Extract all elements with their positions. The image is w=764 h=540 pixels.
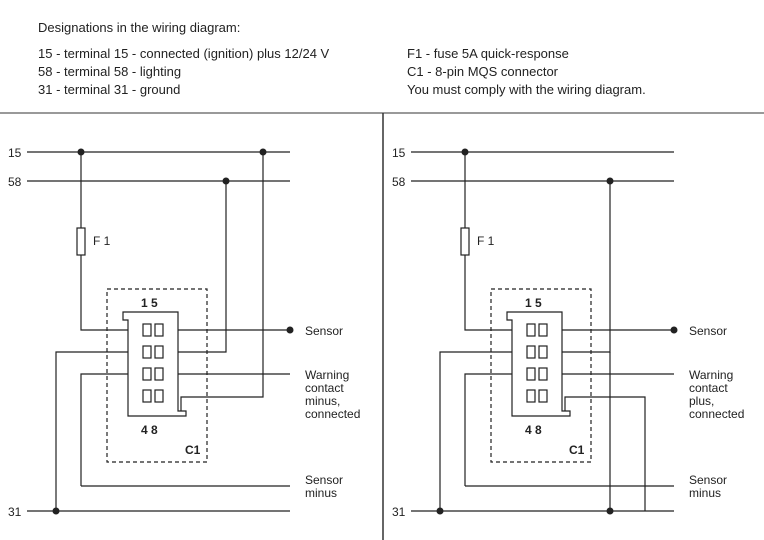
pin-bottom-label: 4 8 [141, 423, 158, 437]
pin-3 [526, 367, 536, 381]
warning-line-3: plus, [689, 394, 714, 408]
wire-15-pin [180, 152, 264, 411]
legend: Designations in the wiring diagram: 15 -… [0, 0, 764, 110]
terminal-58-label: 58 [392, 175, 406, 189]
c1-dashed-box [490, 288, 592, 463]
pin-3 [142, 367, 152, 381]
wire-31-pin [439, 351, 527, 511]
warning-line-4: connected [305, 407, 360, 421]
diagram-right-dots [436, 148, 678, 515]
wire-sensor-minus [80, 373, 143, 486]
terminal-15-label: 15 [392, 146, 406, 160]
fuse-label: F 1 [477, 234, 495, 248]
pin-2 [142, 345, 152, 359]
pin-2 [526, 345, 536, 359]
connector-body [506, 311, 571, 417]
pin-5 [538, 323, 548, 337]
legend-item-58: 58 - terminal 58 - lighting [38, 64, 182, 79]
sensor-label: Sensor [305, 324, 343, 338]
terminal-sensor-dot [286, 326, 294, 334]
wire-fuse-pin1 [80, 255, 143, 331]
legend-item-15: 15 - terminal 15 - connected (ignition) … [38, 46, 330, 61]
junction-15 [461, 148, 469, 156]
legend-item-31: 31 - terminal 31 - ground [38, 82, 181, 97]
warning-line-2: contact [305, 381, 344, 395]
c1-label: C1 [569, 443, 585, 457]
warning-line-4: connected [689, 407, 744, 421]
pin-8 [154, 389, 164, 403]
warning-line-1: Warning [689, 368, 733, 382]
wire-58-pin [161, 181, 227, 353]
sensor-minus-line-1: Sensor [689, 473, 727, 487]
pin-top-label: 1 5 [141, 296, 158, 310]
sensor-label: Sensor [689, 324, 727, 338]
terminal-sensor-dot [670, 326, 678, 334]
c1-label: C1 [185, 443, 201, 457]
junction-15-b [259, 148, 267, 156]
sensor-minus-line-1: Sensor [305, 473, 343, 487]
legend-note: You must comply with the wiring diagram. [407, 82, 646, 97]
junction-31-a [436, 507, 444, 515]
junction-58 [222, 177, 230, 185]
pin-5 [154, 323, 164, 337]
terminal-15-label: 15 [8, 146, 22, 160]
pin-4 [526, 389, 536, 403]
diagram-left-dots [52, 148, 294, 515]
wire-sensor-minus [464, 373, 527, 486]
pin-1 [142, 323, 152, 337]
junction-58 [606, 177, 614, 185]
terminal-58-label: 58 [8, 175, 22, 189]
diagram-right-text: 15 58 31 F 1 1 5 4 8 C1 Sensor Warning c… [392, 146, 744, 519]
pin-4 [142, 389, 152, 403]
wire-31-warning [564, 396, 646, 511]
warning-line-3: minus, [305, 394, 340, 408]
pin-7 [154, 367, 164, 381]
legend-heading: Designations in the wiring diagram: [38, 20, 241, 35]
sensor-minus-line-2: minus [305, 486, 337, 500]
diagram-left-text: 15 58 31 F 1 1 5 4 8 C1 Sensor Warning c… [8, 146, 360, 519]
fuse-label: F 1 [93, 234, 111, 248]
terminal-31-label: 31 [392, 505, 406, 519]
pin-8 [538, 389, 548, 403]
pin-7 [538, 367, 548, 381]
diagram-left [27, 151, 290, 512]
legend-item-c1: C1 - 8-pin MQS connector [407, 64, 559, 79]
pin-1 [526, 323, 536, 337]
junction-15-a [77, 148, 85, 156]
pin-bottom-label: 4 8 [525, 423, 542, 437]
diagram-right [411, 151, 674, 512]
warning-line-1: Warning [305, 368, 349, 382]
terminal-31-label: 31 [8, 505, 22, 519]
sensor-minus-line-2: minus [689, 486, 721, 500]
fuse-f1 [76, 227, 86, 256]
wire-31-pin [55, 351, 143, 511]
wire-fuse-pin1 [464, 255, 527, 331]
pin-6 [154, 345, 164, 359]
warning-line-2: contact [689, 381, 728, 395]
pin-6 [538, 345, 548, 359]
junction-31 [52, 507, 60, 515]
legend-item-f1: F1 - fuse 5A quick-response [407, 46, 569, 61]
fuse-f1 [460, 227, 470, 256]
c1-dashed-box [106, 288, 208, 463]
connector-body [122, 311, 187, 417]
pin-top-label: 1 5 [525, 296, 542, 310]
